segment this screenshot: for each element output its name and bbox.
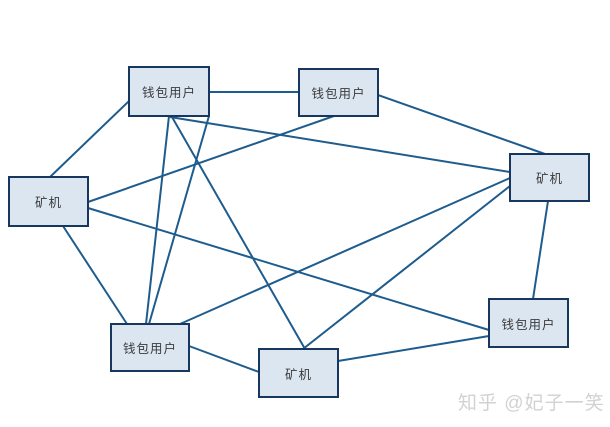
edge-wallet-top-left--miner-bottom <box>171 116 306 350</box>
node-label: 钱包用户 <box>141 86 196 100</box>
edge-miner-left--wallet-bottom-right <box>87 207 490 331</box>
node-wallet-top-left: 钱包用户 <box>128 66 210 117</box>
edge-wallet-bottom-left--miner-right <box>179 177 511 325</box>
node-miner-right: 矿机 <box>509 153 590 202</box>
edge-miner-bottom--miner-right <box>302 185 511 350</box>
edge-wallet-bottom-left--miner-bottom <box>188 345 260 373</box>
edge-miner-right--wallet-bottom-right <box>532 200 549 300</box>
node-label: 钱包用户 <box>501 317 556 332</box>
node-miner-left: 矿机 <box>8 176 89 227</box>
edge-wallet-top-left--miner-left <box>49 100 130 178</box>
node-label: 矿机 <box>535 172 563 186</box>
edge-miner-bottom--wallet-bottom-right <box>337 335 490 362</box>
node-label: 矿机 <box>34 196 62 210</box>
edge-wallet-top-left--wallet-bottom-left <box>145 115 170 325</box>
node-label: 钱包用户 <box>311 87 366 101</box>
edge-wallet-top-right--miner-right <box>377 94 546 155</box>
node-miner-bottom: 矿机 <box>258 348 339 398</box>
node-wallet-bottom-right: 钱包用户 <box>488 298 569 348</box>
node-wallet-top-right: 钱包用户 <box>298 68 379 117</box>
zhihu-watermark: 知乎 @妃子一笑 <box>458 393 605 414</box>
edge-miner-left--wallet-bottom-left <box>62 225 128 325</box>
edge-wallet-top-left--wallet-bottom-left <box>148 115 210 325</box>
node-label: 矿机 <box>284 367 312 382</box>
node-label: 钱包用户 <box>122 342 177 356</box>
node-wallet-bottom-left: 钱包用户 <box>110 323 190 372</box>
edge-wallet-top-left--miner-right <box>169 116 511 173</box>
edge-wallet-top-right--miner-left <box>87 115 335 203</box>
